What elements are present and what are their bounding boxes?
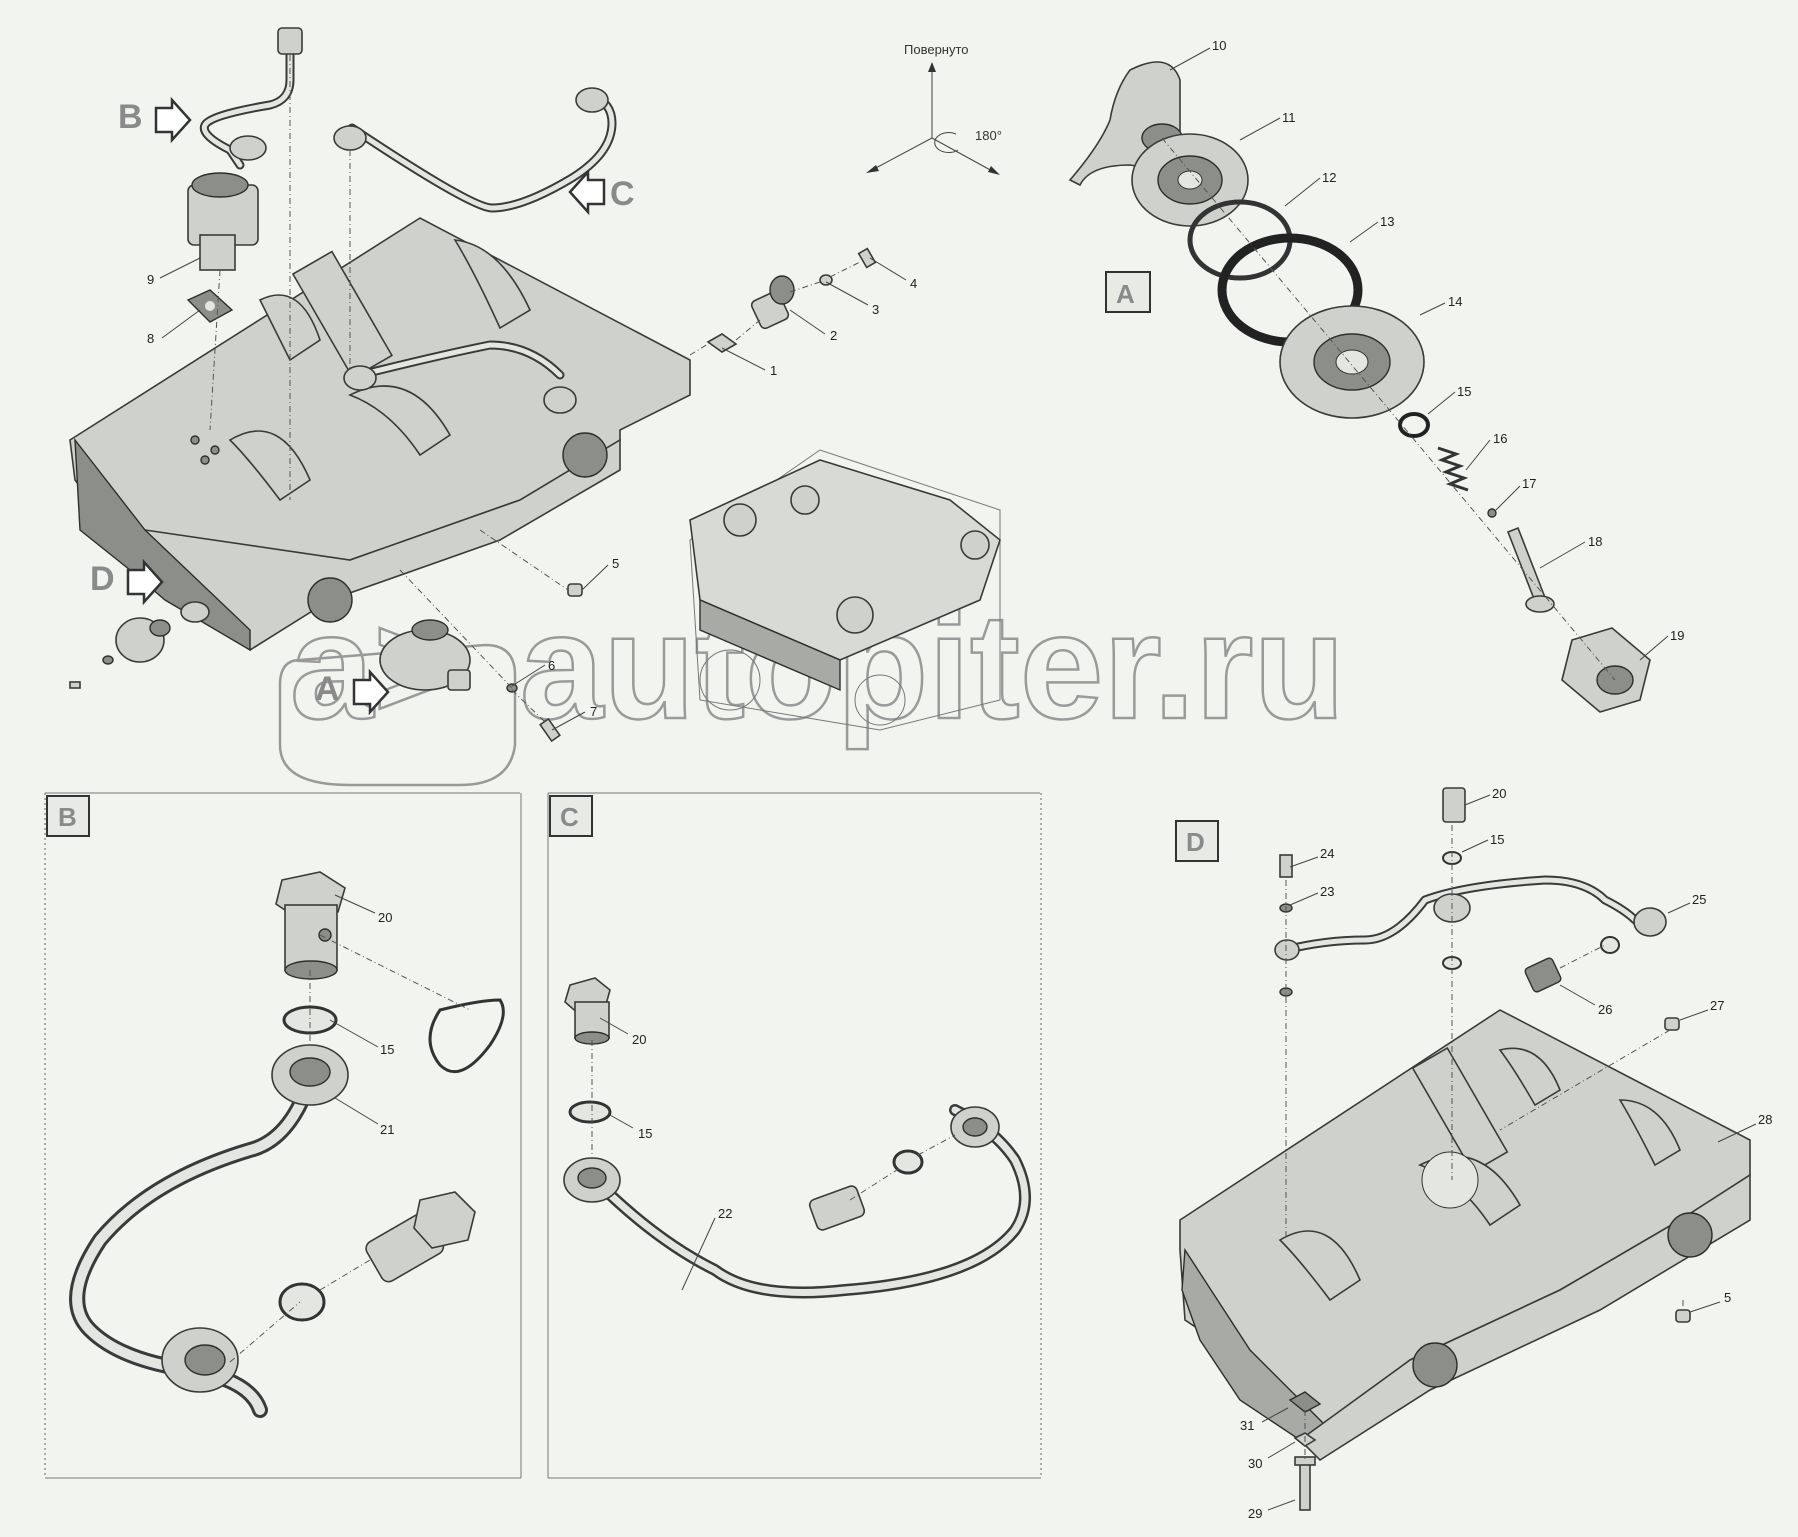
detail-box-label-a: A: [1105, 271, 1151, 313]
callout-17: 17: [1522, 476, 1536, 491]
detail-b-tube: [69, 1044, 349, 1418]
detail-box-letter-a: A: [1116, 279, 1135, 309]
part-18-valve: [1506, 526, 1555, 613]
part-3-washer: [819, 274, 833, 286]
part-1-gasket: [706, 333, 738, 353]
detail-c-tube: [563, 1104, 1031, 1299]
view-marker-d: D: [90, 560, 115, 598]
detail-b-wire-loop: [428, 998, 505, 1074]
callout-25: 25: [1692, 892, 1706, 907]
callout-27: 27: [1710, 998, 1724, 1013]
callout-5: 5: [612, 556, 619, 571]
detail-b-washer: [282, 1005, 338, 1035]
engine-overview: [689, 449, 1001, 731]
detail-box-b-frame: [44, 792, 522, 1479]
callout-29: 29: [1248, 1506, 1262, 1521]
crankcase-main: [69, 217, 691, 652]
callout-1: 1: [770, 363, 777, 378]
view-marker-b: B: [118, 98, 143, 136]
rotation-indicator: Повернуто 180°: [866, 42, 1002, 175]
flange-left: [69, 601, 210, 689]
detail-box-letter-d: D: [1186, 827, 1205, 857]
callout-19: 19: [1670, 628, 1684, 643]
callout-31: 31: [1240, 1418, 1254, 1433]
part-5-plug: [567, 583, 583, 597]
callout-26: 26: [1598, 1002, 1612, 1017]
callout-2: 2: [830, 328, 837, 343]
detail-box-c-frame: [547, 792, 1042, 1479]
view-marker-a: A: [315, 670, 340, 708]
callout-22: 22: [718, 1206, 732, 1221]
rotation-angle: 180°: [975, 128, 1002, 143]
callout-28: 28: [1758, 1112, 1772, 1127]
detail-b-banjo-bolt: [275, 871, 346, 980]
part-2-plug: [750, 275, 795, 330]
detail-d-tube: [1274, 875, 1667, 961]
callout-12: 12: [1322, 170, 1336, 185]
callout-3: 3: [872, 302, 879, 317]
callout-24: 24: [1320, 846, 1334, 861]
callout-14: 14: [1448, 294, 1462, 309]
detail-d-small-parts: [1279, 787, 1691, 1323]
assembly-lines: [209, 55, 1684, 1460]
callout-5-d: 5: [1724, 1290, 1731, 1305]
view-arrow-a: A: [315, 668, 390, 716]
part-11-pulley: [1131, 133, 1249, 227]
callout-30: 30: [1248, 1456, 1262, 1471]
callout-4: 4: [910, 276, 917, 291]
callout-7: 7: [590, 704, 597, 719]
detail-box-label-c: C: [549, 795, 593, 837]
callout-15: 15: [1457, 384, 1471, 399]
crankcase-detail-d: [1179, 1009, 1751, 1511]
callout-13: 13: [1380, 214, 1394, 229]
detail-box-letter-c: C: [560, 802, 579, 832]
part-9-fitting: [187, 172, 259, 271]
oil-tube-b-assembly: [199, 27, 303, 170]
callout-16: 16: [1493, 431, 1507, 446]
flange-a-housing: [379, 619, 471, 691]
detail-c-banjo-bolt: [564, 977, 611, 1045]
part-17-ball: [1487, 508, 1497, 518]
callout-20-c: 20: [632, 1032, 646, 1047]
callout-6: 6: [548, 658, 555, 673]
callout-labels: 1 2 3 4 5 6 7 8 9 10 11 12 13 14 15 16 1…: [147, 38, 1772, 1521]
callout-20-d: 20: [1492, 786, 1506, 801]
part-6-washer: [506, 683, 518, 693]
part-7-bolt: [539, 717, 561, 743]
view-arrow-c: C: [568, 168, 635, 216]
detail-box-label-b: B: [46, 795, 90, 837]
leader-lines: [159, 47, 1757, 1511]
oil-tube-inner: [343, 340, 577, 414]
callout-15-c: 15: [638, 1126, 652, 1141]
callout-8: 8: [147, 331, 154, 346]
callout-20-b: 20: [378, 910, 392, 925]
part-15-oring: [1398, 412, 1430, 438]
part-16-spring: [1437, 446, 1469, 492]
detail-box-label-d: D: [1175, 820, 1219, 862]
detail-box-letter-b: B: [58, 802, 77, 832]
callout-23: 23: [1320, 884, 1334, 899]
view-arrow-b: B: [118, 96, 192, 144]
callout-18: 18: [1588, 534, 1602, 549]
detail-c-fitting: [808, 1149, 924, 1231]
part-4-bolt: [857, 247, 877, 269]
part-14-cover: [1279, 305, 1425, 419]
view-arrow-d: D: [90, 558, 164, 606]
callout-10: 10: [1212, 38, 1226, 53]
part-8-gasket: [186, 289, 234, 323]
callout-21: 21: [380, 1122, 394, 1137]
detail-b-fitting: [278, 1191, 476, 1322]
rotation-label: Повернуто: [904, 42, 969, 57]
callout-15-b: 15: [380, 1042, 394, 1057]
oil-tube-c-assembly: [333, 87, 617, 213]
callout-15-d: 15: [1490, 832, 1504, 847]
callout-9: 9: [147, 272, 154, 287]
view-marker-c: C: [610, 175, 635, 213]
detail-c-washer: [568, 1100, 612, 1124]
callout-11: 11: [1282, 110, 1296, 125]
